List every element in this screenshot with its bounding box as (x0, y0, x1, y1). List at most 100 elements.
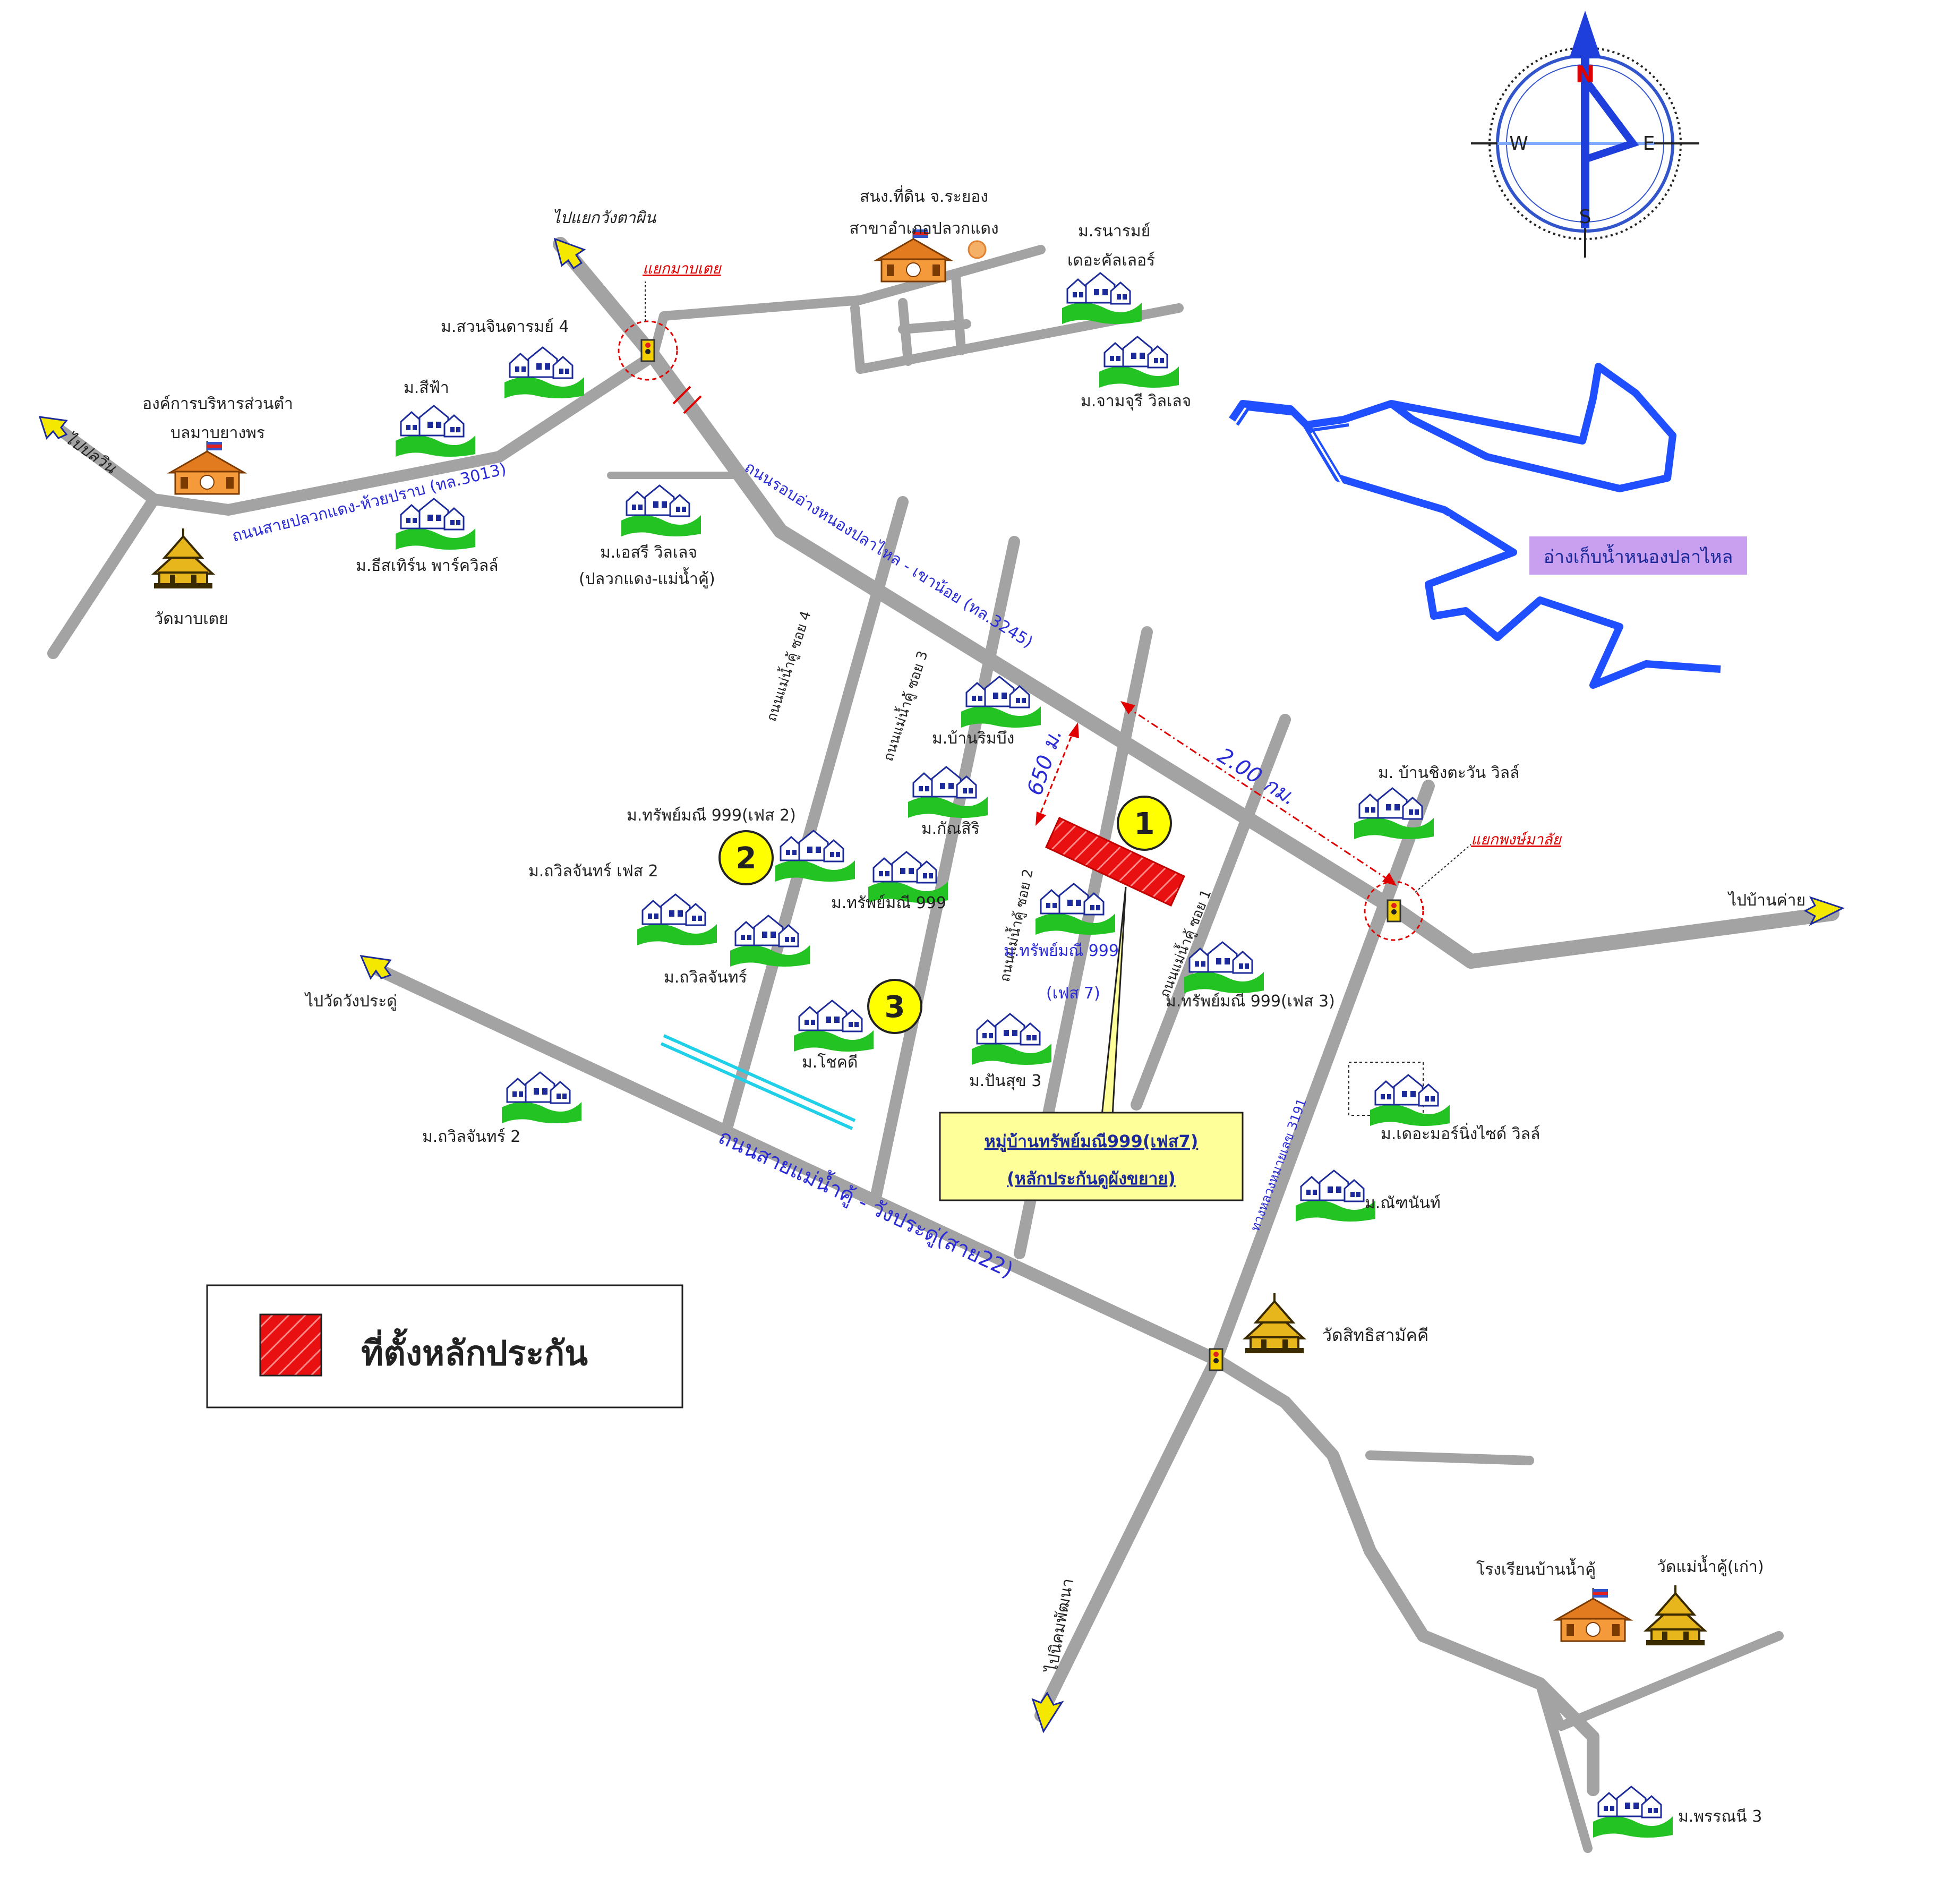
collateral-site (1045, 816, 1185, 907)
villages-naram-2-label: เดอะคัลเลอร์ (1067, 251, 1155, 270)
north-arrow-icon (1569, 11, 1601, 58)
arrow-west-main-icon (360, 955, 392, 980)
land-office: สนง.ที่ดิน จ.ระยอง สาขาอำเภอปลวกแดง (849, 185, 999, 283)
reservoir-label: อ่างเก็บน้ำหนองปลาไหล (1544, 544, 1733, 568)
villages-kansiri-label: ม.กัณสิริ (921, 819, 980, 838)
compass-s: S (1579, 206, 1591, 228)
villages-thawil-ph2-label: ม.ถวิลจันทร์ เฟส 2 (528, 862, 658, 881)
wat-sitthi-label: วัดสิทธิสามัคคี (1322, 1325, 1428, 1345)
road-network (47, 237, 1839, 1853)
direction-left: ไปปลวิน (61, 429, 120, 478)
village-thawil-ph2: ม.ถวิลจันทร์ เฟส 2 (528, 862, 718, 946)
land-office-line1: สนง.ที่ดิน จ.ระยอง (860, 185, 988, 206)
road-soi4 (722, 496, 909, 1132)
wat-mabtoei-label: วัดมาบเตย (154, 610, 228, 628)
villages-sap999-label: ม.ทรัพย์มณี 999 (831, 894, 946, 912)
road-label-soi4: ถนนแม่น้ำคู้ ซอย 4 (761, 608, 814, 723)
road-ring-3245 (646, 348, 1478, 969)
arrow-nw-icon (553, 237, 586, 270)
village-punsuk: ม.ปันสุข 3 (969, 1013, 1052, 1091)
villages-sap999-ph7-1-label: ม.ทรัพย์มณี 999 (1004, 942, 1119, 960)
compass-w: W (1509, 133, 1528, 155)
villages-punsuk-label: ม.ปันสุข 3 (969, 1072, 1041, 1091)
village-nattanan: ม.ณัฑนันท์ (1295, 1169, 1441, 1223)
callout-line2: (หลักประกันดูผังขยาย) (1007, 1168, 1176, 1190)
road-land-office-4 (951, 271, 966, 355)
villages-esri-1-label: ม.เอสรี วิลเลจ (600, 543, 697, 562)
road-land-office-2 (850, 303, 1184, 374)
distance-650: 650 ม. (1023, 722, 1079, 826)
road-label-soi2: ถนนแม่น้ำคู้ ซอย 2 (995, 867, 1037, 983)
villages-esri-2-label: (ปลวกแดง-แม่น้ำคู้) (579, 567, 715, 588)
road-soi1 (1131, 714, 1291, 1111)
road-label-soi3: ถนนแม่น้ำคู้ ซอย 3 (878, 648, 931, 763)
village-greenville: ม.ธีสเทิร์น พาร์ควิลล์ (356, 498, 499, 575)
villages: ม.สวนจินดารมย์ 4 ม.สีฟ้า ม.ธีสเทิร์น พาร… (356, 222, 1762, 1839)
road-land-office-5 (898, 319, 971, 334)
road-land-office (648, 245, 1046, 361)
village-chokdee: ม.โชคดี (793, 1000, 875, 1072)
arrow-w-icon (38, 416, 68, 440)
villages-lakeside-label: ม.เดอะมอร์นิ่งไซด์ วิลล์ (1381, 1123, 1540, 1143)
legend-label: ที่ตั้งหลักประกัน (361, 1328, 588, 1373)
village-sifa: ม.สีฟ้า (395, 379, 476, 458)
arrow-south-icon (1031, 1692, 1064, 1734)
village-kansiri: ม.กัณสิริ (907, 766, 989, 838)
villages-nattanan-label: ม.ณัฑนันท์ (1365, 1194, 1441, 1213)
village-sap999-ph3: ม.ทรัพย์มณี 999(เฟส 3) (1166, 941, 1335, 1011)
direction-east: ไปบ้านค่าย (1727, 891, 1805, 910)
village-chamchuri: ม.จามจุรี วิลเลจ (1081, 336, 1191, 411)
compass-e: E (1643, 133, 1655, 155)
reservoir-label-bg (1529, 536, 1747, 575)
villages-phonnee-label: ม.พรรณนี 3 (1678, 1807, 1762, 1826)
wat-mabtoei: วัดมาบเตย (153, 527, 228, 628)
villages-thawil-label: ม.ถวิลจันทร์ (664, 968, 747, 987)
village-suan-chindaram: ม.สวนจินดารมย์ 4 (441, 318, 585, 399)
village-lakeside: ม.เดอะมอร์นิ่งไซด์ วิลล์ (1348, 1062, 1540, 1143)
villages-sap999-ph2-label: ม.ทรัพย์มณี 999(เฟส 2) (627, 806, 796, 825)
villages-naram-1-label: ม.รนารมย์ (1078, 222, 1150, 241)
reservoir (1229, 363, 1721, 689)
road-label-ring: ถนนรอบอ่างหนองปลาไหล - เขาน้อย (ทล.3245) (741, 457, 1037, 652)
road-22-branch (1365, 1450, 1534, 1465)
marker-1: 1 (1117, 796, 1172, 851)
villages-sifa-label: ม.สีฟ้า (404, 379, 449, 397)
villages-chamchuri-label: ม.จามจุรี วิลเลจ (1081, 392, 1191, 411)
village-sap999: ม.ทรัพย์มณี 999 (831, 851, 949, 912)
road-to-bankhai (1464, 906, 1839, 969)
road-3013 (47, 350, 659, 516)
markers-m2-label: 2 (736, 841, 757, 876)
junction-phongmalai-label: แยกพงษ์มาลัย (1471, 831, 1562, 848)
wat-sitthi: วัดสิทธิสามัคคี (1244, 1292, 1428, 1354)
marker-2: 2 (718, 830, 774, 885)
legend-swatch (259, 1313, 322, 1377)
villages-banrimbueng-label: ม.บ้านริมบึง (932, 729, 1014, 748)
tao-line2: บลมาบยางพร (170, 424, 265, 442)
arrow-east-icon (1803, 896, 1845, 926)
road-22-south (1535, 1679, 1593, 1853)
village-phonnee: ม.พรรณนี 3 (1592, 1786, 1762, 1839)
collateral-callout: หมู่บ้านทรัพย์มณี999(เฟส7) (หลักประกันดู… (939, 886, 1244, 1201)
markers-m1-label: 1 (1134, 807, 1155, 841)
marker-3: 3 (867, 979, 922, 1034)
villages-suan-chindaram-label: ม.สวนจินดารมย์ 4 (441, 318, 569, 336)
wat-maenamkhu-label: วัดแม่น้ำคู้(เก่า) (1657, 1555, 1764, 1576)
village-banrimbueng: ม.บ้านริมบึง (932, 676, 1042, 748)
callout-line1: หมู่บ้านทรัพย์มณี999(เฟส7) (985, 1131, 1199, 1152)
distance-2km: 2.00 กม. (1120, 701, 1397, 886)
villages-sap999-ph3-label: ม.ทรัพย์มณี 999(เฟส 3) (1166, 992, 1335, 1011)
village-thawil: ม.ถวิลจันทร์ (664, 915, 811, 987)
direction-arrows (38, 237, 1845, 1734)
villages-chokdee-label: ม.โชคดี (802, 1053, 858, 1072)
villages-baan-chingtawan-label: ม. บ้านชิงตะวัน วิลล์ (1378, 764, 1519, 782)
canal (660, 1034, 856, 1130)
village-baan-chingtawan: ม. บ้านชิงตะวัน วิลล์ (1353, 764, 1519, 840)
wat-maenamkhu: วัดแม่น้ำคู้(เก่า) (1645, 1555, 1764, 1646)
village-thawil2: ม.ถวิลจันทร์ 2 (422, 1071, 583, 1146)
direction-west-main: ไปวัดวังประดู่ (304, 992, 397, 1011)
land-office-line2: สาขาอำเภอปลวกแดง (849, 219, 998, 238)
school-label: โรงเรียนบ้านน้ำคู้ (1476, 1558, 1596, 1579)
village-sap999-ph7: ม.ทรัพย์มณี 999(เฟส 7) (1004, 883, 1119, 1003)
compass-rose: N S E W (1471, 11, 1699, 258)
